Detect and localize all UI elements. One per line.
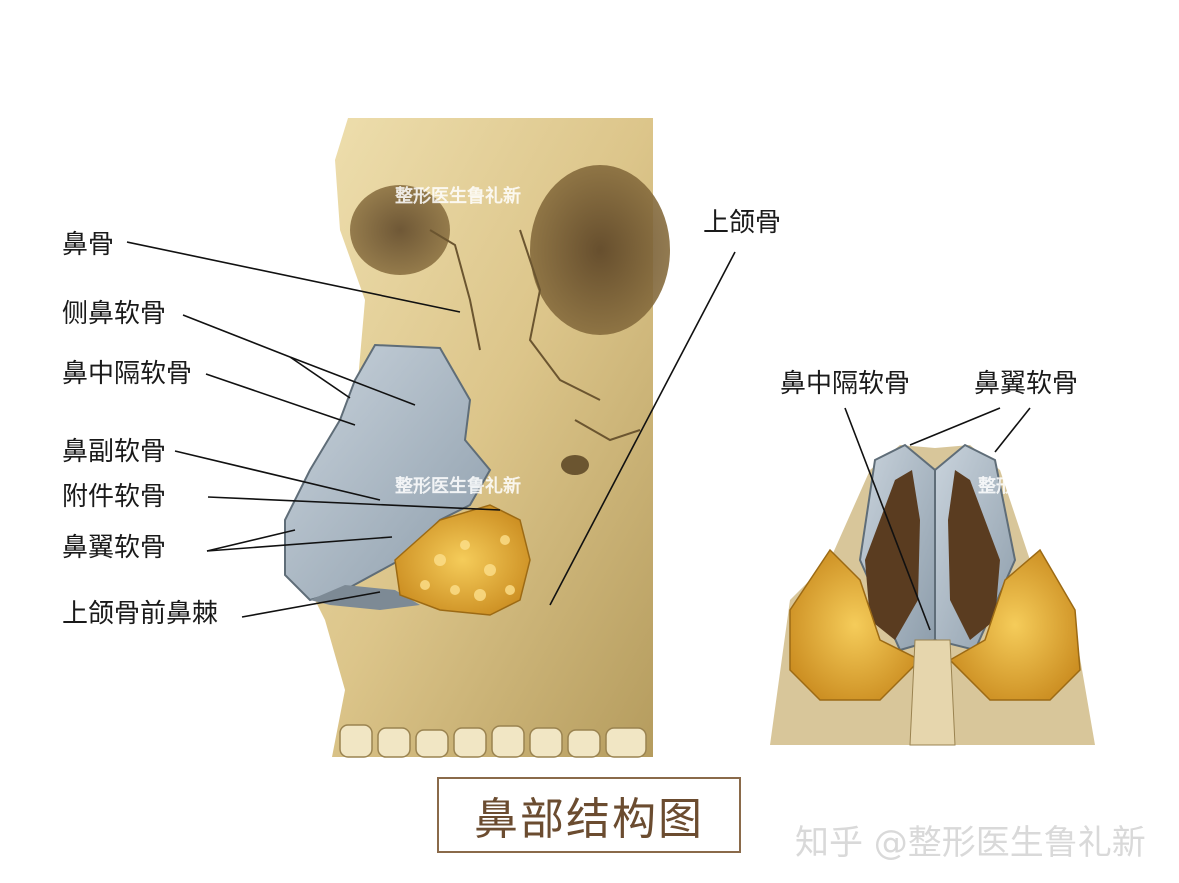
label-right-septal-cartilage: 鼻中隔软骨 [780, 369, 911, 399]
label-anterior-nasal-spine: 上颌骨前鼻棘 [62, 599, 219, 629]
watermark-right-partial: 整形 [978, 476, 1014, 497]
label-maxilla: 上颌骨 [703, 208, 782, 238]
watermark-top: 整形医生鲁礼新 [395, 186, 521, 207]
nose-base-illustration [770, 443, 1095, 746]
label-alar-cartilage: 鼻翼软骨 [62, 533, 167, 563]
zhihu-watermark: 知乎 @整形医生鲁礼新 [795, 823, 1146, 863]
diagram-title: 鼻部结构图 [474, 794, 704, 845]
label-septal-cartilage: 鼻中隔软骨 [62, 359, 193, 389]
watermark-middle: 整形医生鲁礼新 [395, 476, 521, 497]
label-appendage-cartilage: 附件软骨 [62, 482, 167, 512]
label-lateral-nasal-cartilage: 侧鼻软骨 [62, 299, 167, 329]
label-accessory-cartilage: 鼻副软骨 [62, 437, 167, 467]
alar-fat [394, 504, 531, 616]
nose-cartilage [284, 343, 492, 610]
diagram-title-box: 鼻部结构图 [437, 777, 741, 853]
label-right-alar-cartilage: 鼻翼软骨 [974, 369, 1079, 399]
label-nasal-bone: 鼻骨 [62, 230, 115, 260]
leader-lines [126, 241, 1031, 631]
